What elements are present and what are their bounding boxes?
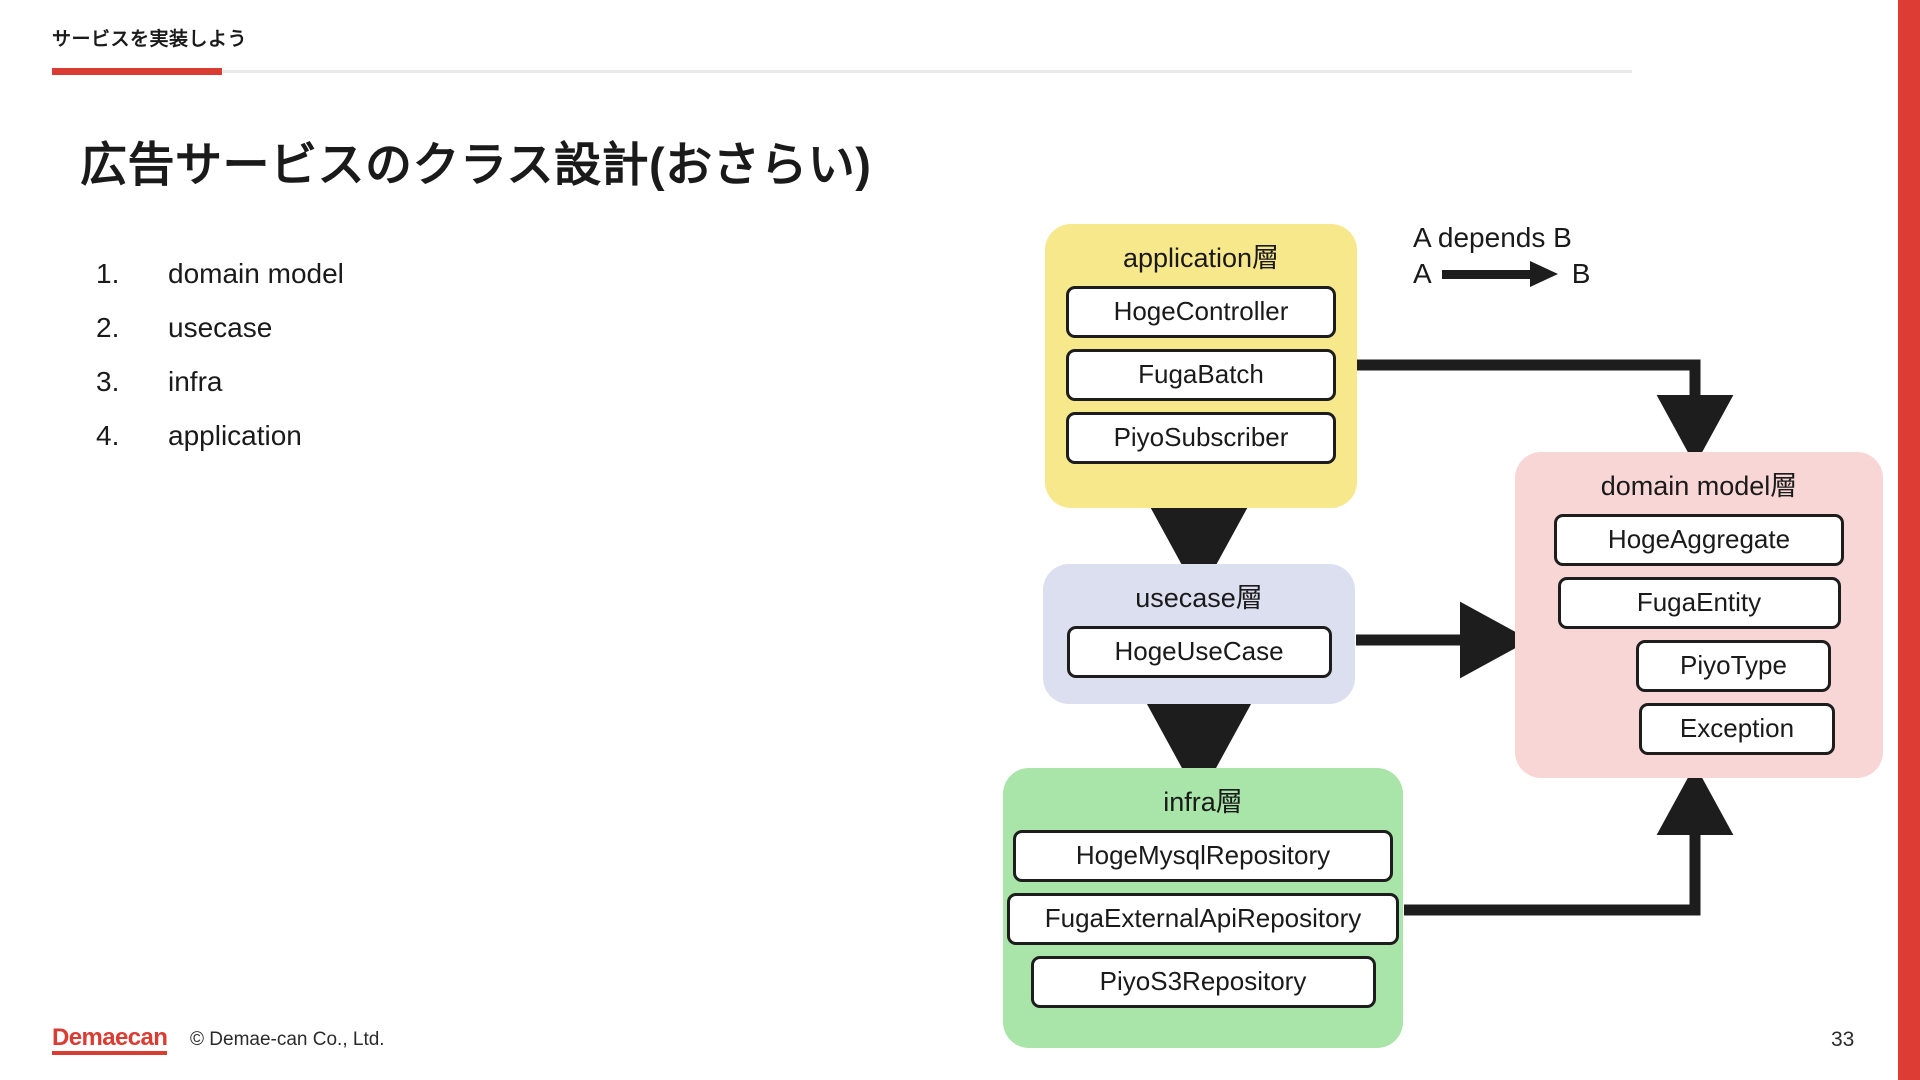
- class-box[interactable]: PiyoS3Repository: [1030, 956, 1376, 1009]
- layer-title: domain model層: [1600, 471, 1798, 501]
- class-box[interactable]: HogeAggregate: [1554, 514, 1844, 567]
- list-item-number: 2.: [96, 312, 120, 343]
- layer-infra[interactable]: infra層 HogeMysqlRepository FugaExternalA…: [1003, 768, 1403, 1048]
- brand-logo: Demaecan: [52, 1026, 168, 1055]
- legend-sample: A B: [1413, 258, 1653, 290]
- legend-caption: A depends B: [1413, 222, 1572, 253]
- layer-domain-model[interactable]: domain model層 HogeAggregate FugaEntity P…: [1515, 452, 1883, 778]
- layer-usecase[interactable]: usecase層 HogeUseCase: [1043, 564, 1355, 704]
- list-item-label: infra: [168, 366, 223, 397]
- class-box[interactable]: FugaExternalApiRepository: [1007, 893, 1399, 946]
- list-item-number: 4.: [96, 420, 120, 451]
- arrow-right-icon: [1441, 261, 1562, 288]
- header-rule-accent: [52, 68, 222, 75]
- list-item-label: domain model: [168, 258, 344, 289]
- list-item: 1. domain model: [96, 258, 656, 312]
- list-item-number: 1.: [96, 258, 120, 289]
- class-box[interactable]: HogeController: [1066, 286, 1336, 339]
- page-title: 広告サービスのクラス設計(おさらい): [80, 138, 872, 191]
- class-box[interactable]: FugaBatch: [1066, 349, 1336, 402]
- legend-to-label: B: [1571, 258, 1591, 290]
- legend: A depends B A B: [1413, 222, 1653, 290]
- class-box[interactable]: HogeUseCase: [1066, 626, 1332, 679]
- list-item: 3. infra: [96, 366, 656, 420]
- class-box[interactable]: FugaEntity: [1557, 577, 1841, 630]
- right-edge-accent-bar: [1898, 0, 1920, 1080]
- header-rule: [52, 70, 1632, 73]
- layer-title: usecase層: [1135, 583, 1263, 613]
- list-item-label: application: [168, 420, 302, 451]
- class-box[interactable]: Exception: [1639, 703, 1835, 756]
- class-box[interactable]: PiyoType: [1636, 640, 1831, 693]
- class-box[interactable]: PiyoSubscriber: [1066, 412, 1336, 465]
- legend-from-label: A: [1413, 258, 1432, 290]
- list-item-label: usecase: [168, 312, 273, 343]
- list-item: 4. application: [96, 420, 656, 474]
- agenda-list: 1. domain model 2. usecase 3. infra 4. a…: [96, 258, 656, 474]
- slide-kicker: サービスを実装しよう: [52, 29, 248, 50]
- page-number: 33: [1831, 1028, 1855, 1051]
- list-item: 2. usecase: [96, 312, 656, 366]
- layer-title: application層: [1122, 243, 1280, 273]
- layer-title: infra層: [1163, 787, 1243, 817]
- copyright-text: © Demae-can Co., Ltd.: [190, 1029, 385, 1050]
- layer-application[interactable]: application層 HogeController FugaBatch Pi…: [1045, 224, 1357, 508]
- class-box[interactable]: HogeMysqlRepository: [1013, 830, 1393, 883]
- list-item-number: 3.: [96, 366, 120, 397]
